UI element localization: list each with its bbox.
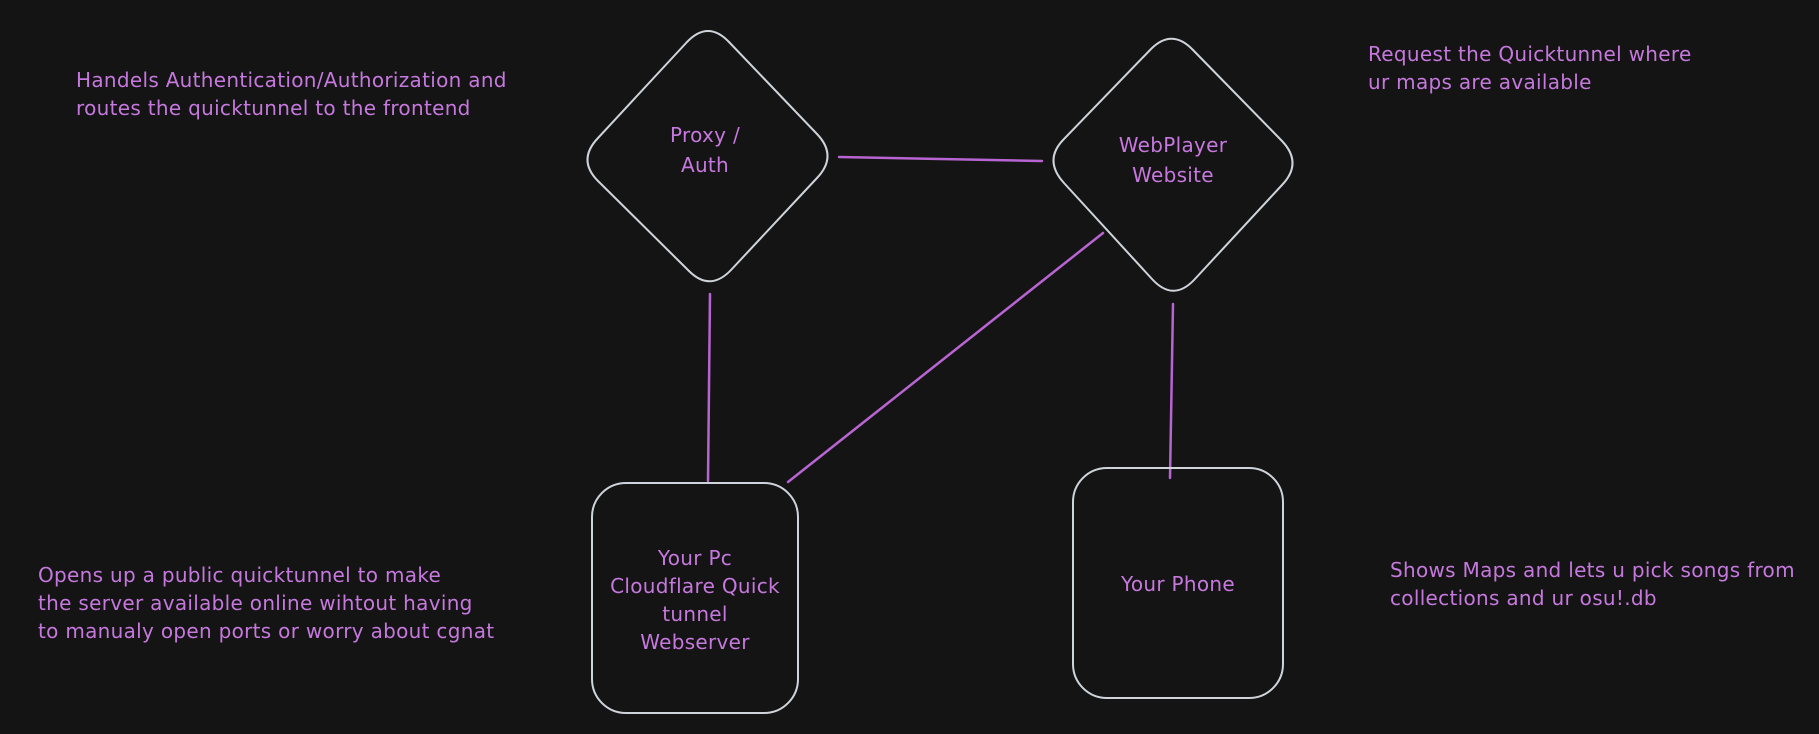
node-webserver-rect[interactable]: [591, 482, 799, 714]
annotation-phone-description[interactable]: Shows Maps and lets u pick songs from co…: [1390, 556, 1795, 612]
node-phone-rect[interactable]: [1072, 467, 1284, 699]
annotation-line: collections and ur osu!.db: [1390, 586, 1657, 610]
edge-proxy-to-webplayer[interactable]: [837, 155, 1044, 163]
annotation-line: Opens up a public quicktunnel to make: [38, 563, 442, 587]
label-line: WebPlayer: [1118, 133, 1228, 157]
label-line: Webserver: [640, 630, 750, 654]
edge-proxy-to-webserver[interactable]: [706, 292, 712, 483]
label-line: Cloudflare Quick: [610, 574, 780, 598]
edge-webplayer-to-phone[interactable]: [1168, 302, 1175, 480]
node-webplayer-diamond[interactable]: [1052, 37, 1294, 292]
annotation-line: Request the Quicktunnel where: [1368, 42, 1692, 66]
annotation-webplayer-description[interactable]: Request the Quicktunnel where ur maps ar…: [1368, 40, 1692, 96]
annotation-line: routes the quicktunnel to the frontend: [76, 96, 471, 120]
label-line: Proxy /: [670, 123, 740, 147]
label-line: tunnel: [662, 602, 728, 626]
annotation-line: ur maps are available: [1368, 70, 1592, 94]
annotation-line: the server available online wihtout havi…: [38, 591, 473, 615]
annotation-webserver-description[interactable]: Opens up a public quicktunnel to make th…: [38, 561, 494, 645]
node-proxy-auth-diamond[interactable]: [586, 30, 829, 283]
label-line: Your Phone: [1120, 572, 1236, 596]
edge-webplayer-to-webserver[interactable]: [786, 231, 1105, 484]
annotation-proxy-description[interactable]: Handels Authentication/Authorization and…: [76, 66, 507, 122]
label-line: Website: [1132, 163, 1214, 187]
annotation-line: Shows Maps and lets u pick songs from: [1390, 558, 1795, 582]
node-proxy-auth-label[interactable]: Proxy / Auth: [670, 120, 740, 180]
annotation-line: Handels Authentication/Authorization and: [76, 68, 507, 92]
node-phone-label[interactable]: Your Phone: [1121, 570, 1235, 598]
label-line: Your Pc: [657, 546, 733, 570]
annotation-line: to manualy open ports or worry about cgn…: [38, 619, 495, 643]
node-webplayer-label[interactable]: WebPlayer Website: [1119, 130, 1228, 190]
node-webserver-label[interactable]: Your Pc Cloudflare Quick tunnel Webserve…: [610, 544, 780, 656]
label-line: Auth: [680, 153, 730, 177]
